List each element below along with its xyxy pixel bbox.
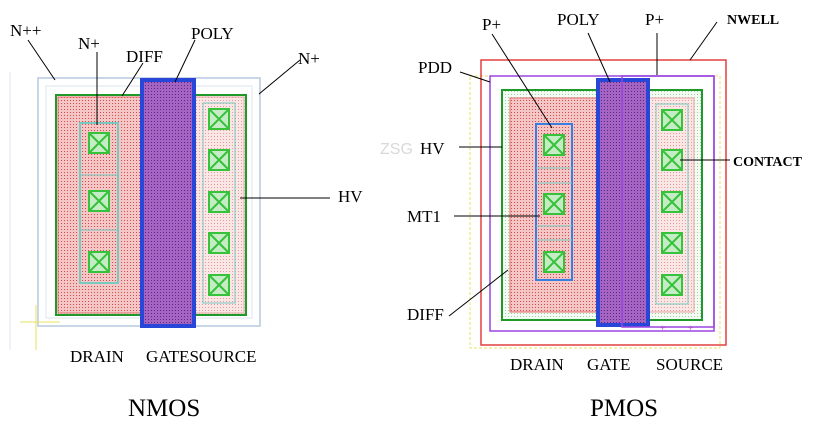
- pmos-mt1-label: MT1: [407, 207, 441, 226]
- pmos-source-contacts: [661, 109, 683, 296]
- contact-icon: [661, 274, 683, 296]
- pmos-diff-label: DIFF: [407, 305, 444, 324]
- pmos-drain-contacts: [543, 134, 565, 273]
- pmos-poly-gate: [596, 78, 650, 327]
- contact-icon: [208, 108, 230, 130]
- contact-icon: [543, 134, 565, 156]
- nmos-source-contact-frame: [202, 102, 236, 304]
- pmos-drain-contact-frame: [535, 123, 573, 281]
- nmos-npp-leader: [27, 39, 56, 81]
- pmos-pdd-label: PDD: [418, 58, 452, 77]
- contact-icon: [208, 232, 230, 254]
- pmos-source-label: SOURCE: [656, 355, 723, 374]
- pmos-pplus-left-leader: [491, 33, 553, 129]
- pmos-nwell-label: NWELL: [727, 13, 779, 28]
- pmos-drain-label: DRAIN: [510, 355, 564, 374]
- nmos-drain-contact-frame: [79, 122, 119, 284]
- contact-icon: [208, 274, 230, 296]
- nmos-drain-contacts: [88, 132, 110, 273]
- contact-icon: [661, 149, 683, 171]
- nmos-source-contacts: [208, 108, 230, 296]
- pmos-pplus-left-label: P+: [482, 15, 501, 34]
- nmos-hv-label: HV: [338, 187, 363, 206]
- contact-icon: [543, 193, 565, 215]
- pmos-contact-label: CONTACT: [733, 155, 803, 170]
- nmos-nplus-right-label: N+: [298, 49, 320, 68]
- nmos-gatesource-label: GATESOURCE: [146, 347, 257, 366]
- pmos-diff-leader: [448, 269, 509, 317]
- nmos-nplus-left-label: N+: [78, 34, 100, 53]
- pmos-gate-label: GATE: [587, 355, 630, 374]
- nmos-drain-label: DRAIN: [70, 347, 124, 366]
- contact-icon: [208, 149, 230, 171]
- contact-icon: [661, 109, 683, 131]
- contact-icon: [88, 251, 110, 273]
- plus-marker-icon: +: [660, 323, 665, 333]
- nmos-diff-leader: [121, 62, 144, 97]
- nmos-poly-label: POLY: [191, 24, 234, 43]
- pmos-poly-leader: [587, 32, 611, 83]
- pmos-title: PMOS: [590, 395, 658, 422]
- pmos-hv-label: HV: [420, 139, 445, 158]
- watermark: ZSG: [380, 141, 413, 158]
- nmos-poly-gate: [140, 78, 196, 328]
- nmos-title: NMOS: [128, 395, 200, 422]
- pmos-pdd-inner-outline: [621, 75, 715, 328]
- pmos-pdd-leader: [459, 71, 491, 83]
- nmos-nplus-right-leader: [258, 59, 301, 95]
- contact-icon: [543, 251, 565, 273]
- contact-icon: [88, 190, 110, 212]
- contact-icon: [661, 232, 683, 254]
- contact-icon: [88, 132, 110, 154]
- contact-icon: [208, 191, 230, 213]
- nmos-diff-label: DIFF: [126, 47, 163, 66]
- pmos-nwell-leader: [689, 21, 718, 61]
- nmos-poly-leader: [174, 39, 196, 83]
- plus-marker-icon: +: [688, 323, 693, 333]
- pmos-pplus-right-label: P+: [645, 10, 664, 29]
- pmos-poly-label: POLY: [557, 10, 600, 29]
- contact-icon: [661, 191, 683, 213]
- nmos-layout: N++ N+ DIFF POLY N+ HV DRAIN GATESOURCE …: [9, 21, 363, 422]
- nmos-npp-label: N++: [10, 21, 41, 40]
- pmos-layout: + + P+ POLY P+ NWELL PDD HV CONTACT MT1 …: [407, 10, 803, 422]
- pmos-nwell-outline: [480, 59, 727, 346]
- pmos-source-contact-frame: [655, 103, 689, 305]
